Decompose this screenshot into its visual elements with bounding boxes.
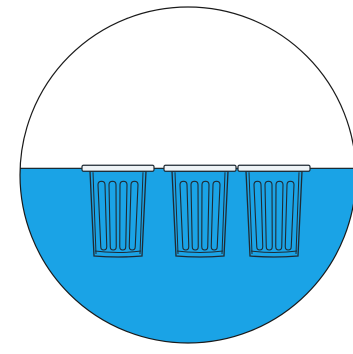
net-pot-middle: [164, 165, 236, 257]
net-pot-right: [238, 165, 310, 257]
net-pot-right-rim: [238, 165, 310, 171]
net-pot-left: [82, 165, 154, 257]
net-pot-right-slot: [276, 181, 283, 250]
net-pot-middle-slot: [202, 181, 209, 250]
net-pot-left-slot: [109, 181, 116, 250]
net-pot-left-rim: [82, 165, 154, 171]
net-pot-middle-rim: [164, 165, 236, 171]
net-pot-middle-slot: [191, 181, 198, 250]
net-pot-right-slot: [265, 181, 272, 250]
net-pot-left-slot: [120, 181, 127, 250]
